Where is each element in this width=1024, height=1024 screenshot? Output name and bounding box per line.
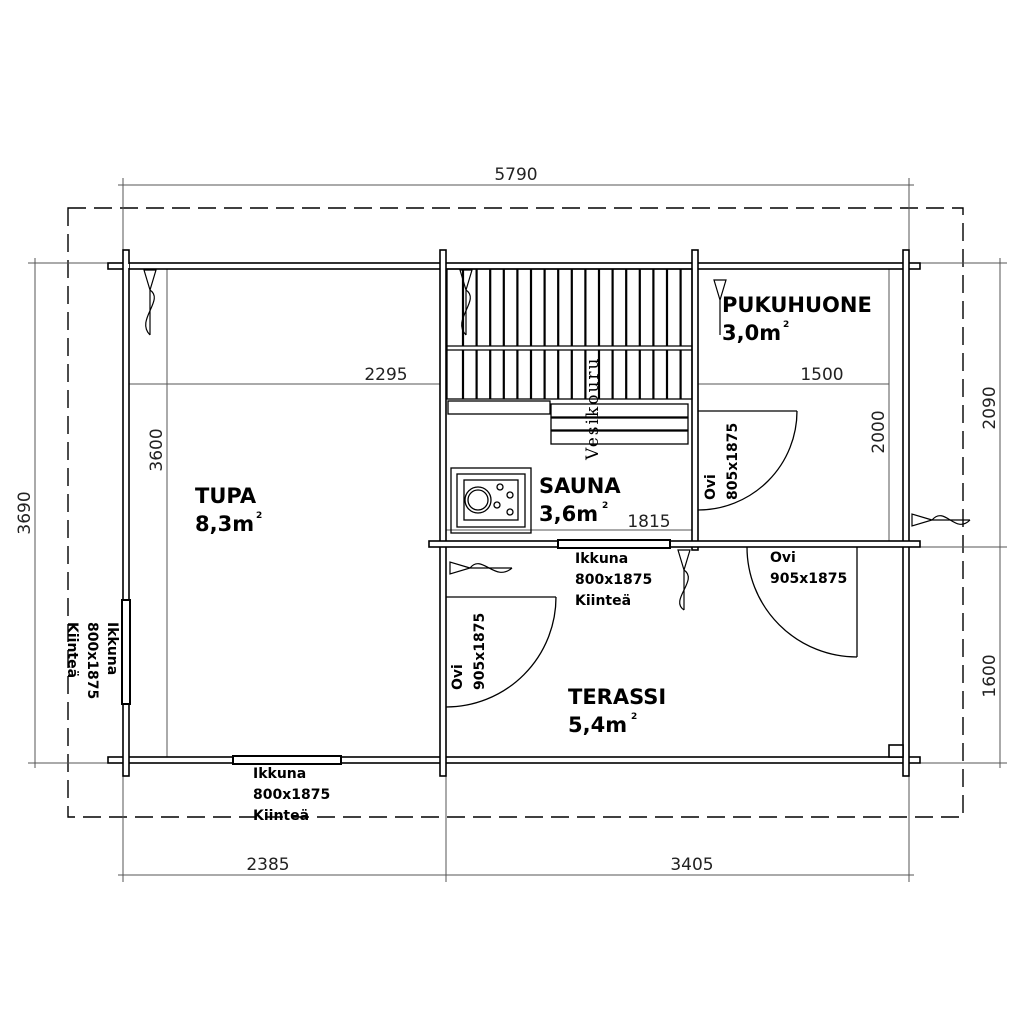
- dim-puku-width: 1500: [800, 365, 843, 385]
- door-sauna-label: Ovi 805x1875: [703, 423, 741, 500]
- room-pukuhuone-area: 3,0m: [722, 321, 781, 345]
- room-terassi-area: 5,4m: [568, 713, 627, 737]
- room-tupa-area: 8,3m: [195, 512, 254, 536]
- dim-right-width: 3405: [670, 855, 713, 875]
- dim-puku-depth: 2000: [869, 410, 889, 453]
- svg-text:Kiinteä: Kiinteä: [575, 593, 631, 609]
- room-sauna-area: 3,6m: [539, 502, 598, 526]
- svg-text:805x1875: 805x1875: [725, 423, 741, 500]
- svg-text:800x1875: 800x1875: [84, 622, 100, 699]
- svg-text:Ovi: Ovi: [450, 664, 466, 690]
- window-sauna-label: Ikkuna 800x1875 Kiinteä: [575, 551, 652, 609]
- svg-text:Ikkuna: Ikkuna: [104, 622, 120, 675]
- svg-text:800x1875: 800x1875: [253, 787, 330, 803]
- window-bottom-label: Ikkuna 800x1875 Kiinteä: [253, 766, 330, 824]
- svg-text:Kiinteä: Kiinteä: [64, 622, 80, 678]
- dim-sauna-width: 1815: [627, 512, 670, 532]
- area-unit: 2: [783, 320, 789, 330]
- window-left: [121, 599, 131, 705]
- window-left-label: Ikkuna 800x1875 Kiinteä: [64, 622, 120, 699]
- svg-text:Ovi: Ovi: [770, 550, 796, 566]
- door-swings: [445, 410, 858, 708]
- room-pukuhuone-name: PUKUHUONE: [722, 293, 872, 317]
- gutter-label: Vesikouru: [583, 357, 603, 462]
- svg-text:905x1875: 905x1875: [770, 571, 847, 587]
- roof-outline: [67, 207, 964, 818]
- area-unit: 2: [602, 501, 608, 511]
- dim-right-lower: 1600: [980, 654, 1000, 697]
- area-unit: 2: [631, 712, 637, 722]
- dim-total-width: 5790: [494, 165, 537, 185]
- area-unit: 2: [256, 511, 262, 521]
- svg-text:800x1875: 800x1875: [575, 572, 652, 588]
- svg-text:Ovi: Ovi: [703, 474, 719, 500]
- dim-tupa-depth: 3600: [147, 428, 167, 471]
- room-sauna-name: SAUNA: [539, 474, 621, 498]
- room-tupa-name: TUPA: [195, 484, 257, 508]
- svg-text:Ikkuna: Ikkuna: [575, 551, 628, 567]
- sauna-benches: [446, 268, 693, 445]
- svg-text:905x1875: 905x1875: [472, 613, 488, 690]
- walls: [107, 249, 921, 777]
- entry-arrow-icons: [143, 269, 971, 611]
- dim-total-depth: 3690: [15, 491, 35, 534]
- door-puku-label: Ovi 905x1875: [770, 550, 847, 587]
- svg-text:Ikkuna: Ikkuna: [253, 766, 306, 782]
- window-bottom: [232, 755, 342, 765]
- sauna-stove-icon: [450, 467, 532, 534]
- dim-right-upper: 2090: [980, 386, 1000, 429]
- dimension-lines: [28, 178, 1007, 882]
- door-tupa-label: Ovi 905x1875: [450, 613, 488, 690]
- window-sauna: [557, 539, 671, 549]
- dim-tupa-width: 2295: [364, 365, 407, 385]
- room-terassi-name: TERASSI: [568, 685, 666, 709]
- dim-left-width: 2385: [246, 855, 289, 875]
- svg-text:Kiinteä: Kiinteä: [253, 808, 309, 824]
